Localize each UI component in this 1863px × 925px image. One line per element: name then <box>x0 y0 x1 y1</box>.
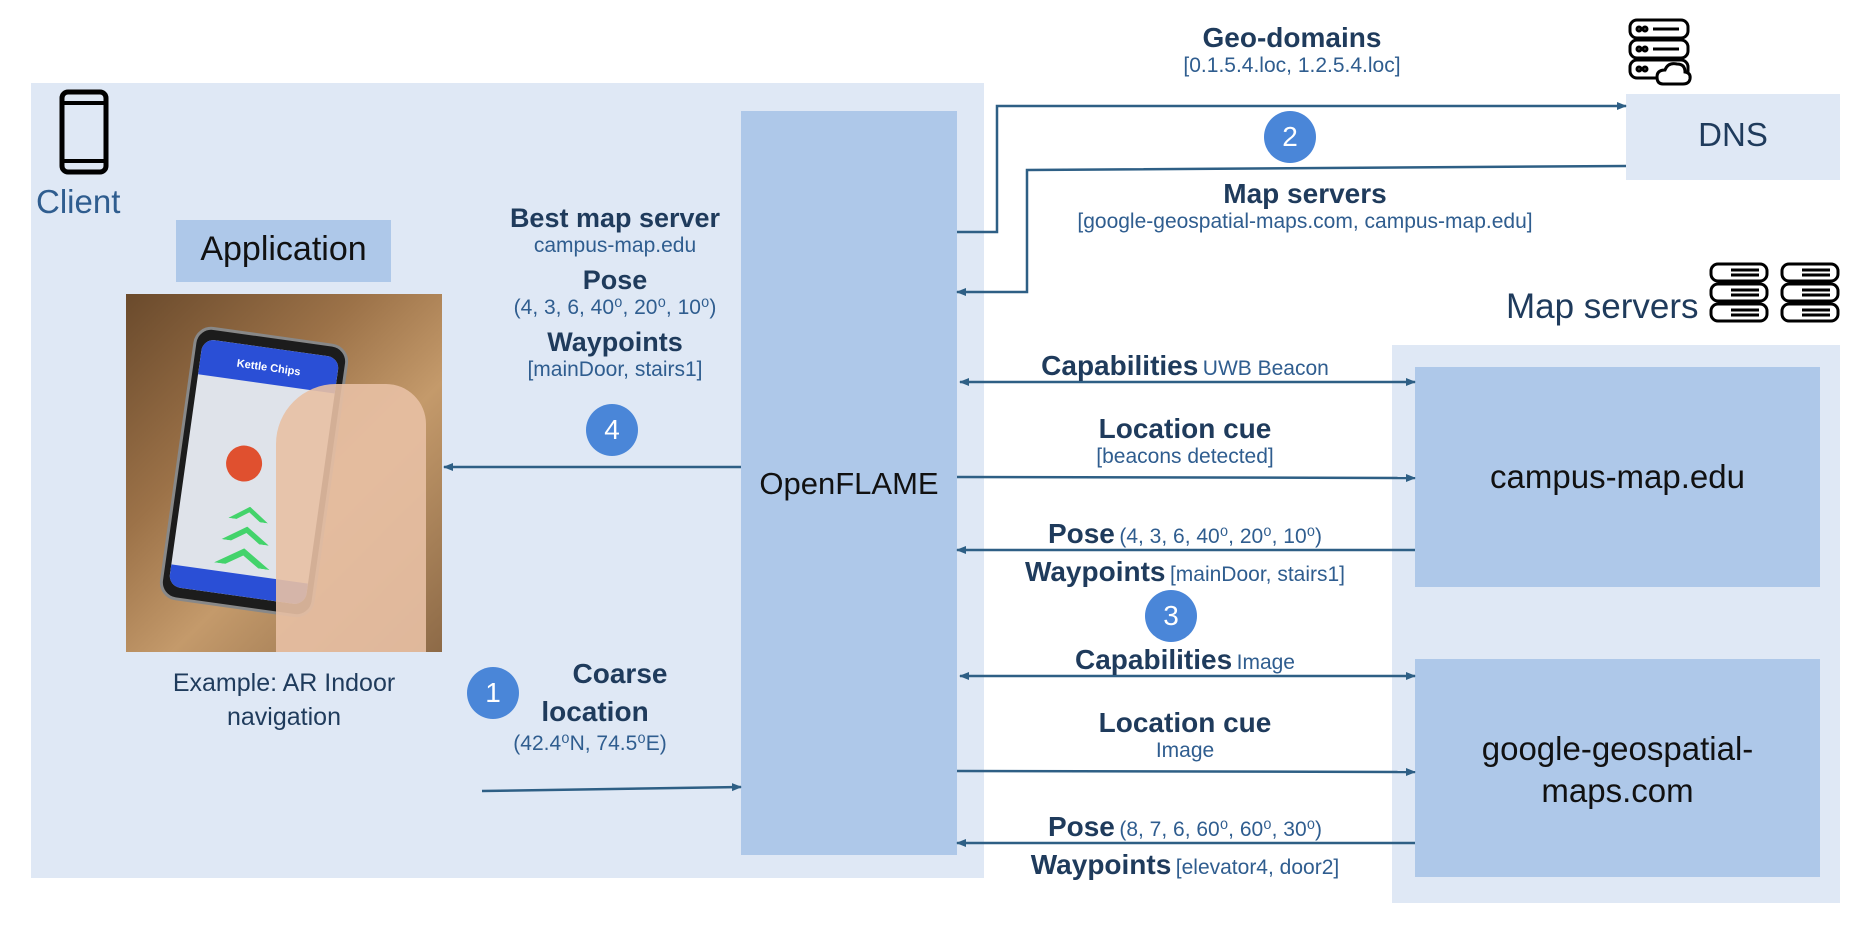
openflame-box <box>741 111 957 855</box>
campus-pose-value: (4, 3, 6, 40⁰, 20⁰, 10⁰) <box>1119 525 1323 548</box>
google-maps-label: google-geospatial- maps.com <box>1415 728 1820 812</box>
coarse-value: (42.4⁰N, 74.5⁰E) <box>513 732 667 755</box>
geo-domains-block: Geo-domains [0.1.5.4.loc, 1.2.5.4.loc] <box>1092 22 1492 78</box>
geo-domains-value: [0.1.5.4.loc, 1.2.5.4.loc] <box>1183 54 1401 77</box>
application-caption: Example: AR Indoor navigation <box>126 666 442 734</box>
campus-capabilities-title: Capabilities <box>1041 350 1199 381</box>
caption-line1: Example: AR Indoor <box>172 669 396 697</box>
application-label: Application <box>200 230 367 268</box>
google-pose-label: Pose (8, 7, 6, 60⁰, 60⁰, 30⁰) <box>960 811 1410 843</box>
google-capabilities-value: Image <box>1236 651 1295 674</box>
campus-waypoints-label: Waypoints [mainDoor, stairs1] <box>960 556 1410 588</box>
geo-domains-title: Geo-domains <box>1202 22 1382 53</box>
dns-box <box>1626 94 1840 180</box>
google-maps-label-line1: google-geospatial- <box>1481 730 1754 767</box>
openflame-label: OpenFLAME <box>759 466 939 501</box>
google-capabilities-label: Capabilities Image <box>960 644 1410 676</box>
google-maps-label-line2: maps.com <box>1541 772 1694 809</box>
campus-map-box <box>1415 367 1820 587</box>
arrow-cue-campus <box>956 473 1416 482</box>
map-servers-list-title: Map servers <box>1223 178 1387 209</box>
best-map-server-block: Best map server campus-map.edu Pose (4, … <box>480 204 750 384</box>
campus-pose-title: Pose <box>1047 518 1115 549</box>
hand <box>276 384 426 652</box>
campus-pose-label: Pose (4, 3, 6, 40⁰, 20⁰, 10⁰) <box>960 518 1410 550</box>
step-2-badge: 2 <box>1264 111 1316 163</box>
arrow-coarse-location <box>481 783 742 793</box>
coarse-title-line1: Coarse <box>572 658 668 689</box>
ar-navigation-photo: Kettle Chips <box>126 294 442 652</box>
arrow-cue-google <box>956 767 1416 776</box>
coarse-location-block: Coarse location (42.4⁰N, 74.5⁰E) <box>470 655 710 756</box>
arrow-to-dns <box>957 102 1627 234</box>
campus-waypoints-value: [mainDoor, stairs1] <box>1169 563 1346 586</box>
best-pose-title: Pose <box>582 265 648 295</box>
client-label: Client <box>36 183 121 220</box>
campus-map-label: campus-map.edu <box>1490 458 1745 495</box>
server-icon <box>1780 262 1840 323</box>
google-waypoints-title: Waypoints <box>1030 849 1172 880</box>
arrow-from-dns <box>956 164 1627 296</box>
google-capabilities-title: Capabilities <box>1075 644 1233 675</box>
campus-waypoints-title: Waypoints <box>1024 556 1166 587</box>
server-cloud-icon <box>1628 18 1692 86</box>
google-pose-title: Pose <box>1047 811 1115 842</box>
google-waypoints-label: Waypoints [elevator4, door2] <box>960 849 1410 881</box>
google-cue-value: Image <box>1155 739 1215 762</box>
google-maps-box <box>1415 659 1820 877</box>
google-cue-title: Location cue <box>1098 707 1272 738</box>
map-servers-list-value: [google-geospatial-maps.com, campus-map.… <box>1077 210 1533 233</box>
caption-line2: navigation <box>227 703 341 731</box>
campus-capabilities-value: UWB Beacon <box>1202 357 1329 380</box>
google-pose-value: (8, 7, 6, 60⁰, 60⁰, 30⁰) <box>1119 818 1323 841</box>
phone-icon <box>59 89 109 175</box>
server-icon <box>1709 262 1769 323</box>
campus-cue-value: [beacons detected] <box>1096 445 1274 468</box>
step-4-badge: 4 <box>586 404 638 456</box>
step-1-badge: 1 <box>467 667 519 719</box>
campus-capabilities-label: Capabilities UWB Beacon <box>960 350 1410 382</box>
coarse-title-line2: location <box>541 696 649 727</box>
google-waypoints-value: [elevator4, door2] <box>1175 856 1340 879</box>
best-waypoints-value: [mainDoor, stairs1] <box>527 358 703 381</box>
map-servers-list-block: Map servers [google-geospatial-maps.com,… <box>1000 178 1610 234</box>
google-cue-label: Location cue Image <box>960 707 1410 763</box>
best-waypoints-title: Waypoints <box>547 327 683 357</box>
best-pose-value: (4, 3, 6, 40⁰, 20⁰, 10⁰) <box>513 296 717 319</box>
best-map-server-value: campus-map.edu <box>533 234 697 257</box>
step-3-badge: 3 <box>1145 590 1197 642</box>
campus-cue-label: Location cue [beacons detected] <box>960 413 1410 469</box>
dns-label: DNS <box>1698 116 1768 153</box>
map-servers-label: Map servers <box>1506 287 1699 326</box>
best-map-server-title: Best map server <box>509 203 721 233</box>
campus-cue-title: Location cue <box>1098 413 1272 444</box>
application-label-box <box>176 220 391 282</box>
